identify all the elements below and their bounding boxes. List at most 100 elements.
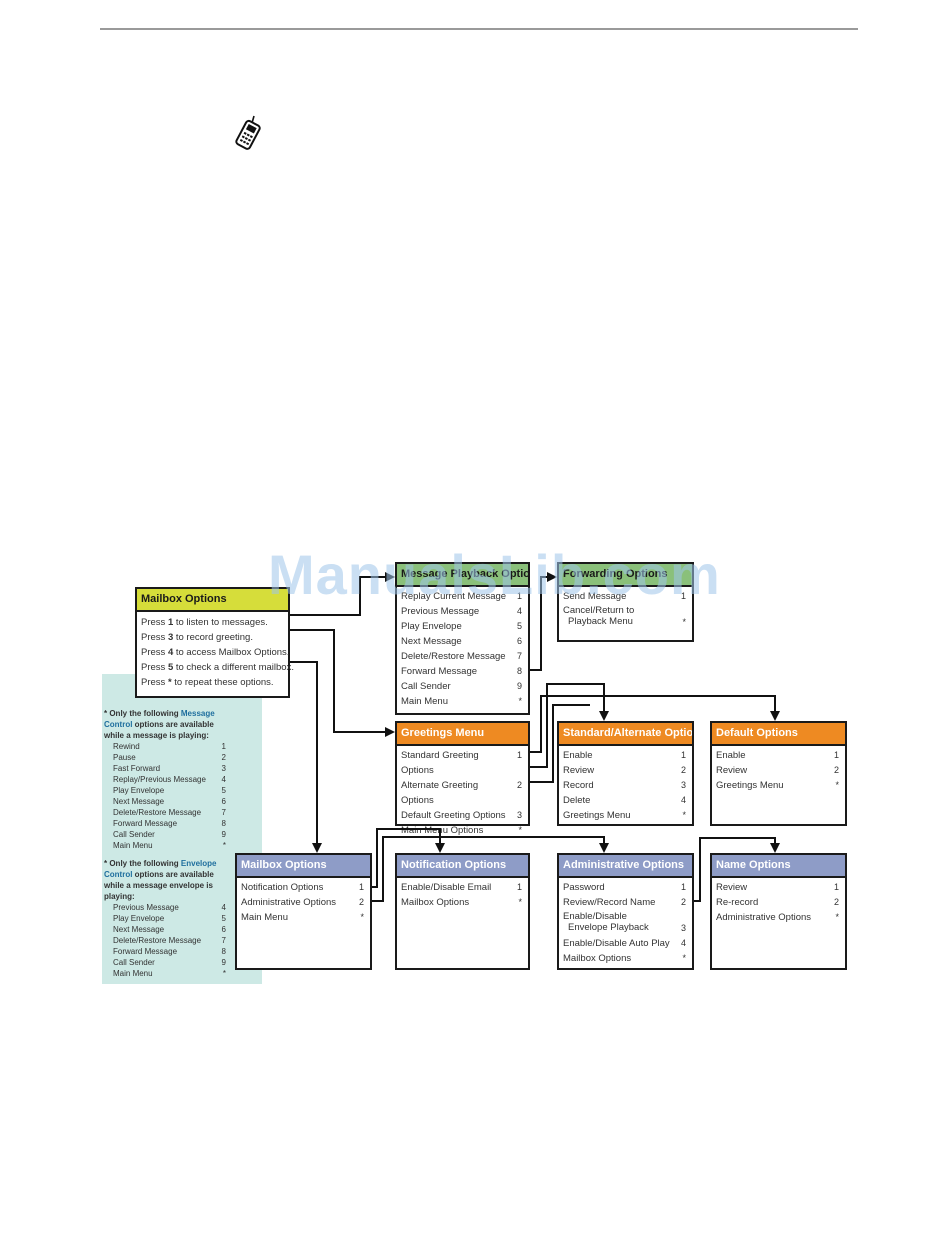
menu-item-key: 2 [680,897,686,907]
menu-item-label: Notification Options [241,882,324,893]
menu-item-label: Main Menu [401,696,448,707]
menu-item-key: 4 [680,938,686,948]
menu-item: Administrative Options* [716,910,839,925]
instruction-line: Press 5 to check a different mailbox. [141,662,294,673]
menu-item-label: Call Sender [401,681,451,692]
menu-item-key: * [835,912,839,922]
menu-item: Enable/Disable Email 1 [401,880,522,895]
menu-item-key: 5 [516,621,522,631]
mailbox-options-main-menu: Mailbox Options Press 1 to listen to mes… [135,587,294,698]
menu-item-label: Review [716,765,748,776]
note-item: Main Menu* [113,969,226,978]
menu-title: Administrative Options [559,855,692,878]
menu-title: Default Options [712,723,845,746]
menu-item-key: 1 [516,882,522,892]
menu-item-key: * [518,696,522,706]
menu-item-key: * [682,953,686,963]
menu-item: Mailbox Options * [563,951,686,966]
top-rule [100,28,858,30]
menu-item-label: Re-record [716,897,759,908]
menu-item-key: 1 [680,750,686,760]
menu-item-key: 3 [680,922,686,933]
menu-item-key: 1 [680,882,686,892]
menu-item-key: 4 [516,606,522,616]
menu-item: Greetings Menu* [563,808,686,823]
menu-item-label: Replay Current Message [401,591,507,602]
menu-item-label: Administrative Options [241,897,337,908]
menu-item-label: Enable [563,750,593,761]
notification-options-menu: Notification Options Enable/Disable Emai… [395,853,530,970]
menu-item-key: 3 [516,810,522,820]
menu-item-label: Review/Record Name [563,897,656,908]
menu-item: Password 1 [563,880,686,895]
note-item: Main Menu* [113,841,226,850]
menu-item-label: Main Menu [241,912,288,923]
menu-item: Replay Current Message 1 [401,589,522,604]
menu-item-label: Enable/Disable Auto Play [563,938,670,949]
menu-item-label: Alternate Greeting Options [401,780,479,806]
menu-item-key: 1 [680,591,686,601]
menu-title: Greetings Menu [397,723,528,746]
menu-item: Main Menu * [401,694,522,709]
menu-item-key: 1 [516,750,522,760]
menu-item: Greetings Menu* [716,778,839,793]
menu-item-key: 1 [358,882,364,892]
menu-title: Mailbox Options [237,855,370,878]
menu-item: Enable/Disable Auto Play 4 [563,936,686,951]
connector-greeting2-alternate [530,683,609,768]
menu-item-label: Enable [716,750,746,761]
menu-item-label: Greetings Menu [716,780,784,791]
connector-press3-greetings [290,629,395,737]
instruction-line: Press 4 to access Mailbox Options. [141,647,290,658]
menu-item: Enable 1 [716,748,839,763]
menu-item-label: Password [563,882,605,893]
menu-item-label: Record [563,780,594,791]
menu-item-label: Enable/Disable Email [401,882,492,893]
instruction-line: Press 1 to listen to messages. [141,617,268,628]
menu-item: Review 2 [716,763,839,778]
menu-item-label: Forward Message [401,666,478,677]
mobile-phone-icon [235,115,261,150]
menu-item-key: 8 [516,666,522,676]
menu-item-label: Review [563,765,595,776]
menu-item-label: Mailbox Options [563,953,632,964]
greetings-menu: Greetings Menu Standard Greeting Options… [395,721,530,836]
menu-item-label: Next Message [401,636,462,647]
connector-press1-playback [290,572,395,616]
menu-title: Message Playback Options [397,564,528,587]
menu-title: Mailbox Options [137,589,288,612]
menu-item: Main Menu* [241,910,364,925]
menu-item-label: Main Menu Options [401,825,484,836]
menu-item-key: 2 [833,765,839,775]
menu-item-key: 1 [833,750,839,760]
menu-item-key: 7 [516,651,522,661]
menu-item-key: 1 [516,591,522,601]
